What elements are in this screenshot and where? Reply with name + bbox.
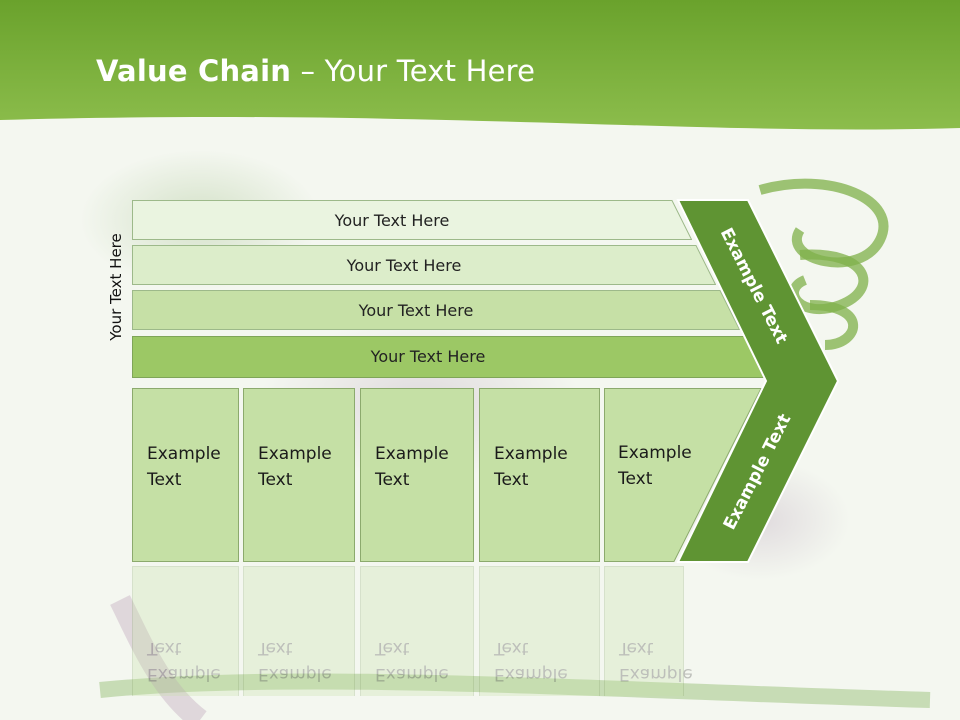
column-1: Example Text — [132, 388, 239, 562]
column-5-label: Example Text — [618, 443, 692, 489]
reflection-column-3-label: Example Text — [375, 638, 449, 684]
reflection: Example Text Example Text Example Text E… — [132, 566, 832, 696]
column-2-label: Example Text — [258, 444, 332, 490]
side-label: Your Text Here — [107, 233, 125, 341]
chevron-arrow — [676, 199, 840, 563]
reflection-column-4-label: Example Text — [494, 638, 568, 684]
column-5: Example Text — [604, 388, 762, 562]
reflection-column-4: Example Text — [479, 566, 600, 696]
reflection-column-3: Example Text — [360, 566, 474, 696]
bar-3: Your Text Here — [132, 290, 740, 330]
reflection-column-5-label: Example Text — [619, 638, 693, 684]
bar-1-shape — [132, 200, 692, 240]
reflection-column-1: Example Text — [132, 566, 239, 696]
bar-3-shape — [132, 290, 740, 330]
bar-2-label: Your Text Here — [346, 255, 462, 275]
bar-4: Your Text Here — [132, 336, 764, 378]
bar-1: Your Text Here — [132, 200, 692, 240]
column-4: Example Text — [479, 388, 600, 562]
reflection-column-2-label: Example Text — [258, 638, 332, 684]
stem-decoration — [99, 673, 931, 708]
reflection-column-5: Example Text — [604, 566, 693, 696]
bar-3-label: Your Text Here — [358, 300, 474, 320]
title-bold: Value Chain — [96, 54, 292, 88]
column-1-label: Example Text — [147, 444, 221, 490]
column-3: Example Text — [360, 388, 474, 562]
bar-4-label: Your Text Here — [370, 346, 486, 366]
column-3-label: Example Text — [375, 444, 449, 490]
bar-1-label: Your Text Here — [334, 210, 450, 230]
bar-2: Your Text Here — [132, 245, 716, 285]
column-4-label: Example Text — [494, 444, 568, 490]
column-5-shape — [604, 388, 762, 562]
header-swoosh — [0, 0, 960, 130]
title-rest: – Your Text Here — [291, 54, 536, 88]
reflection-column-2: Example Text — [243, 566, 355, 696]
column-2: Example Text — [243, 388, 355, 562]
reflection-column-1-label: Example Text — [147, 638, 221, 684]
page-title: Value Chain – Your Text Here — [96, 54, 535, 88]
bar-2-shape — [132, 245, 716, 285]
